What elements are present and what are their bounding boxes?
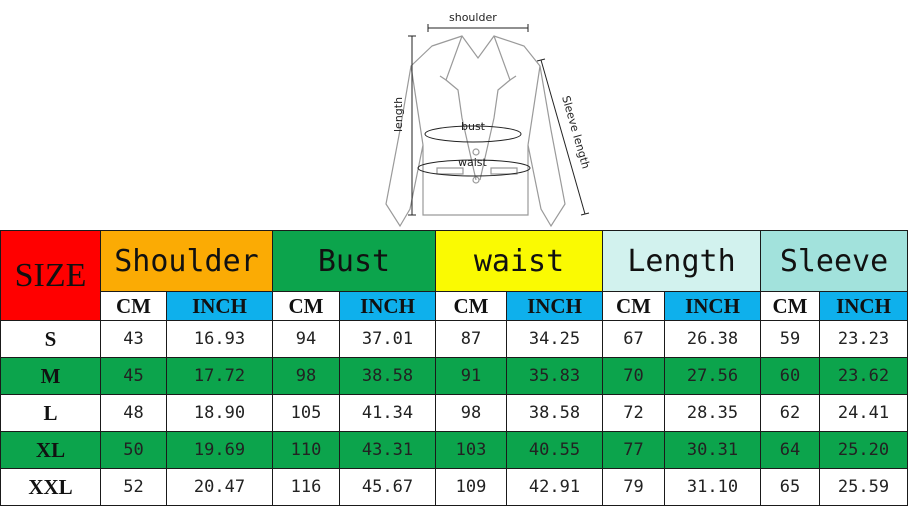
table-cell: 62 [760,394,820,432]
table-cell: 98 [435,394,507,432]
table-cell: 30.31 [664,431,761,469]
table-cell: 20.47 [166,468,273,506]
table-cell: 35.83 [506,357,603,395]
table-cell: 87 [435,320,507,358]
inch-unit-label: INCH [664,291,761,321]
shoulder-header: Shoulder [100,230,273,292]
table-cell: 41.34 [339,394,436,432]
inch-unit-label: INCH [339,291,436,321]
table-cell: 27.56 [664,357,761,395]
table-cell: 79 [602,468,665,506]
table-cell: 52 [100,468,167,506]
table-cell: 48 [100,394,167,432]
header-row: SIZE Shoulder Bust waist Length Sleeve [0,230,908,321]
table-cell: 26.38 [664,320,761,358]
size-label: M [0,357,101,395]
cm-unit-label: CM [435,291,507,321]
table-cell: 50 [100,431,167,469]
table-row: XXL 52 20.47 116 45.67 109 42.91 79 31.1… [0,468,908,506]
table-cell: 59 [760,320,820,358]
table-cell: 116 [272,468,340,506]
sleeve-header: Sleeve [760,230,908,292]
table-cell: 45 [100,357,167,395]
table-cell: 38.58 [506,394,603,432]
measurement-lines [408,24,590,216]
inch-unit-label: INCH [819,291,908,321]
table-row: L 48 18.90 105 41.34 98 38.58 72 28.35 6… [0,394,908,432]
waist-label: waist [458,156,488,169]
table-cell: 40.55 [506,431,603,469]
table-cell: 43 [100,320,167,358]
cm-unit-label: CM [760,291,820,321]
table-cell: 23.23 [819,320,908,358]
table-cell: 25.59 [819,468,908,506]
size-label: XXL [0,468,101,506]
size-label: S [0,320,101,358]
table-cell: 64 [760,431,820,469]
table-cell: 70 [602,357,665,395]
table-cell: 37.01 [339,320,436,358]
cm-unit-label: CM [100,291,167,321]
waist-header: waist [435,230,603,292]
table-cell: 43.31 [339,431,436,469]
sleeve-length-label: Sleeve length [559,94,592,170]
table-cell: 28.35 [664,394,761,432]
table-row: M 45 17.72 98 38.58 91 35.83 70 27.56 60… [0,357,908,395]
size-header: SIZE [0,230,101,321]
table-cell: 23.62 [819,357,908,395]
unit-row: CM INCH CM INCH CM INCH CM INCH CM INCH [1,291,908,321]
size-label: L [0,394,101,432]
size-label: XL [0,431,101,469]
size-chart-table: SIZE Shoulder Bust waist Length Sleeve C… [0,230,908,506]
table-cell: 31.10 [664,468,761,506]
blazer-measurement-diagram: shoulder length bust waist Sleeve length [385,11,592,228]
table-cell: 19.69 [166,431,273,469]
bust-header: Bust [272,230,436,292]
table-cell: 77 [602,431,665,469]
table-cell: 17.72 [166,357,273,395]
cm-unit-label: CM [272,291,340,321]
table-cell: 24.41 [819,394,908,432]
table-cell: 67 [602,320,665,358]
table-cell: 42.91 [506,468,603,506]
table-cell: 105 [272,394,340,432]
table-cell: 110 [272,431,340,469]
table-cell: 94 [272,320,340,358]
table-cell: 103 [435,431,507,469]
table-cell: 109 [435,468,507,506]
table-cell: 34.25 [506,320,603,358]
bust-label: bust [461,120,486,133]
table-cell: 65 [760,468,820,506]
inch-unit-label: INCH [506,291,603,321]
table-cell: 25.20 [819,431,908,469]
inch-unit-label: INCH [166,291,273,321]
table-cell: 91 [435,357,507,395]
length-header: Length [602,230,761,292]
blazer-outline [385,35,566,228]
table-cell: 98 [272,357,340,395]
table-row: XL 50 19.69 110 43.31 103 40.55 77 30.31… [0,431,908,469]
cm-unit-label: CM [602,291,665,321]
table-row: S 43 16.93 94 37.01 87 34.25 67 26.38 59… [0,320,908,358]
shoulder-label: shoulder [449,11,497,24]
table-cell: 16.93 [166,320,273,358]
table-cell: 72 [602,394,665,432]
length-label: length [392,97,405,132]
table-cell: 45.67 [339,468,436,506]
table-cell: 38.58 [339,357,436,395]
table-cell: 18.90 [166,394,273,432]
table-cell: 60 [760,357,820,395]
